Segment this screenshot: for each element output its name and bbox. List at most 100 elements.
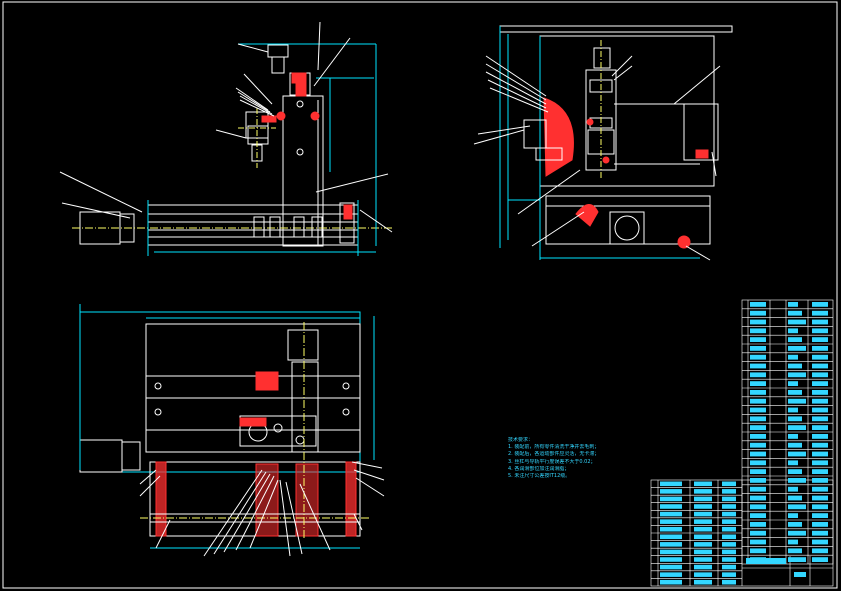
red-fitting: [291, 72, 307, 84]
part-spec-block: [788, 337, 802, 342]
part-name-block: [660, 519, 682, 524]
note-line-4: 4. 各润滑部位加注润滑脂；: [508, 465, 570, 472]
part-spec-block: [788, 302, 798, 307]
part-name-block: [750, 328, 766, 334]
part-spec-block: [788, 557, 806, 562]
part-note-block: [812, 434, 828, 439]
part-note-block: [722, 511, 736, 517]
part-name-block: [750, 346, 766, 351]
part-spec-block: [788, 381, 798, 386]
part-spec-block: [788, 504, 806, 510]
part-spec-block: [788, 469, 802, 474]
part-name-block: [660, 504, 682, 509]
part-spec-block: [788, 478, 806, 483]
part-name-block: [660, 579, 682, 585]
part-note-block: [722, 534, 736, 540]
part-spec-block: [788, 416, 802, 422]
part-name-block: [750, 460, 766, 466]
side-section-hatch: [543, 97, 574, 177]
part-spec-block: [788, 407, 798, 413]
part-name-block: [750, 363, 766, 369]
part-name-block: [660, 557, 682, 562]
part-note-block: [812, 478, 828, 483]
part-note-block: [812, 425, 828, 430]
part-note-block: [812, 504, 828, 510]
part-name-block: [750, 425, 766, 430]
part-note-block: [812, 469, 828, 474]
part-spec-block: [694, 489, 712, 494]
part-spec-block: [788, 460, 798, 466]
part-spec-block: [694, 579, 712, 585]
part-note-block: [722, 557, 736, 562]
part-note-block: [722, 504, 736, 509]
part-spec-block: [788, 513, 798, 518]
part-spec-block: [788, 539, 798, 545]
part-spec-block: [694, 526, 712, 532]
part-name-block: [660, 489, 682, 494]
part-name-block: [660, 481, 682, 487]
part-note-block: [722, 526, 736, 532]
part-name-block: [750, 478, 766, 483]
part-name-block: [660, 511, 682, 517]
part-note-block: [722, 572, 736, 577]
part-name-block: [750, 381, 766, 386]
part-note-block: [812, 486, 828, 492]
top-view: [79, 304, 385, 557]
part-spec-block: [788, 310, 802, 316]
part-spec-block: [694, 557, 712, 562]
part-note-block: [812, 354, 828, 360]
part-note-block: [812, 390, 828, 395]
part-spec-block: [694, 549, 712, 555]
part-spec-block: [788, 495, 802, 501]
part-spec-block: [694, 496, 712, 502]
part-name-block: [750, 548, 766, 554]
part-spec-block: [788, 328, 798, 334]
part-note-block: [812, 460, 828, 466]
part-spec-block: [788, 363, 802, 369]
part-note-block: [812, 398, 828, 404]
note-line-1: 1. 装配前，所有零件清洗干净并去毛刺；: [508, 444, 600, 451]
part-note-block: [812, 548, 828, 554]
part-name-block: [750, 504, 766, 510]
part-spec-block: [788, 398, 806, 404]
part-spec-block: [694, 504, 712, 509]
part-spec-block: [788, 548, 802, 554]
part-name-block: [750, 310, 766, 316]
part-note-block: [812, 557, 828, 562]
part-note-block: [812, 302, 828, 307]
part-name-block: [660, 564, 682, 570]
part-note-block: [722, 564, 736, 570]
part-spec-block: [694, 481, 712, 487]
note-line-2: 2. 装配后，各运动部件应灵活，无卡滞；: [508, 451, 600, 458]
part-note-block: [812, 530, 828, 536]
part-name-block: [660, 542, 682, 547]
title-block-text: [746, 558, 786, 564]
part-note-block: [722, 489, 736, 494]
part-note-block: [812, 416, 828, 422]
part-note-block: [812, 337, 828, 342]
part-note-block: [722, 481, 736, 487]
part-note-block: [812, 442, 828, 448]
part-spec-block: [788, 486, 798, 492]
part-note-block: [812, 522, 828, 527]
part-spec-block: [788, 390, 802, 395]
part-spec-block: [694, 519, 712, 524]
part-name-block: [660, 572, 682, 577]
part-note-block: [722, 579, 736, 585]
part-spec-block: [788, 372, 806, 378]
part-spec-block: [788, 319, 806, 325]
part-name-block: [750, 319, 766, 325]
technical-notes: 技术要求： 1. 装配前，所有零件清洗干净并去毛刺； 2. 装配后，各运动部件应…: [508, 437, 618, 480]
part-note-block: [722, 549, 736, 555]
title-block-text: [794, 572, 806, 577]
part-spec-block: [788, 354, 798, 360]
part-note-block: [812, 451, 828, 457]
part-spec-block: [788, 451, 806, 457]
part-name-block: [750, 522, 766, 527]
part-name-block: [660, 526, 682, 532]
part-name-block: [750, 302, 766, 307]
front-view: [59, 21, 393, 256]
parts-list-text-blocks: [660, 302, 828, 585]
part-name-block: [750, 442, 766, 448]
